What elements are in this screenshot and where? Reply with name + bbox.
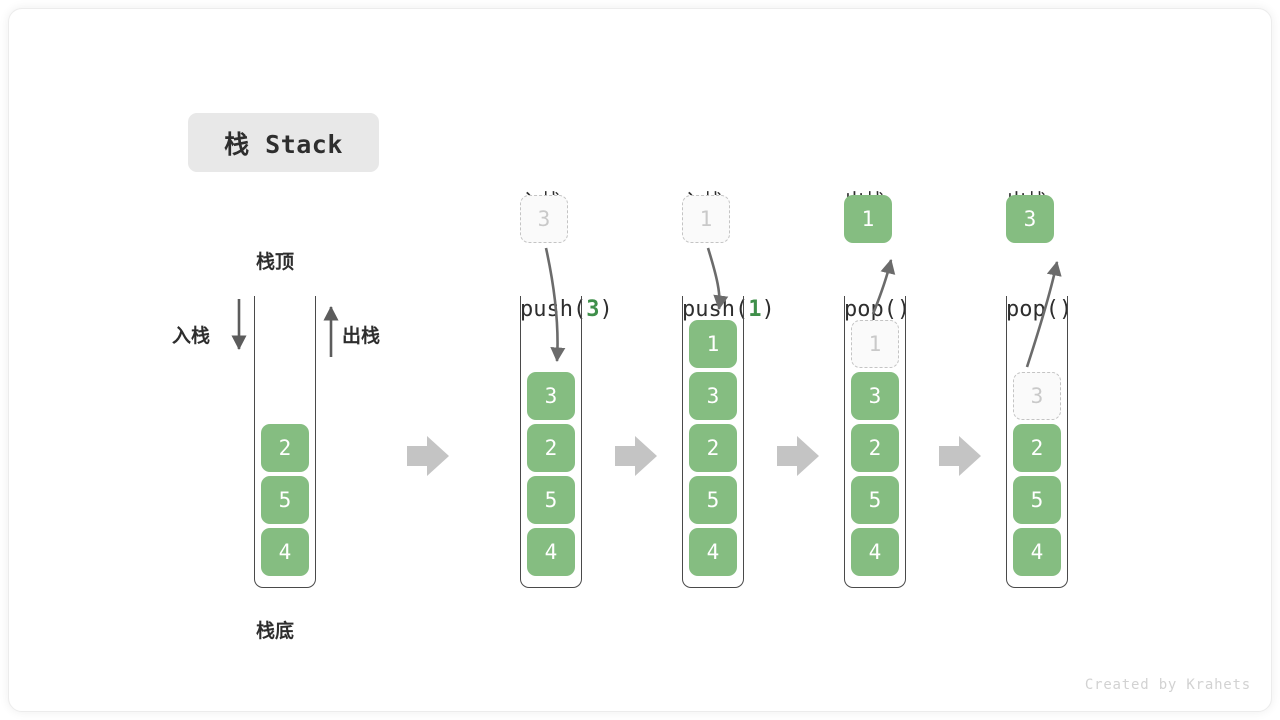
stack-cell: 5 <box>851 476 899 524</box>
stack-container-initial <box>254 296 316 588</box>
push-3-value: 3 <box>586 297 600 322</box>
stack-cell: 3 <box>851 372 899 420</box>
stack-cell: 4 <box>261 528 309 576</box>
watermark: Created by Krahets <box>1084 677 1251 693</box>
page-title: 栈 Stack <box>188 113 379 172</box>
stack-cell: 3 <box>527 372 575 420</box>
step-arrow-3 <box>777 436 819 476</box>
stack-cell: 4 <box>527 528 575 576</box>
floating-element-push-3: 3 <box>520 195 568 243</box>
stack-cell: 2 <box>261 424 309 472</box>
step-arrow-1 <box>407 436 449 476</box>
stack-cell: 5 <box>527 476 575 524</box>
stack-cell: 1 <box>689 320 737 368</box>
push-1-value: 1 <box>748 297 762 322</box>
stack-cell: 2 <box>1013 424 1061 472</box>
stack-container-pop-1 <box>844 296 906 588</box>
stack-cell: 2 <box>527 424 575 472</box>
diagram-stage: 栈 Stack 入栈 push(3) 入栈 push(1) 出栈 pop() 出… <box>9 9 1271 711</box>
step-arrow-4 <box>939 436 981 476</box>
stack-cell: 5 <box>1013 476 1061 524</box>
diagram-card: 栈 Stack 入栈 push(3) 入栈 push(1) 出栈 pop() 出… <box>8 8 1272 712</box>
push-side-label: 入栈 <box>172 325 211 347</box>
step-arrow-2 <box>615 436 657 476</box>
removed-cell-ghost: 1 <box>851 320 899 368</box>
stack-cell: 5 <box>261 476 309 524</box>
stack-container-pop-3 <box>1006 296 1068 588</box>
stack-container-push-1 <box>682 296 744 588</box>
stack-cell: 4 <box>1013 528 1061 576</box>
floating-element-pop-3: 3 <box>1006 195 1054 243</box>
stack-container-push-3 <box>520 296 582 588</box>
stack-cell: 2 <box>689 424 737 472</box>
stack-cell: 5 <box>689 476 737 524</box>
stack-cell: 4 <box>689 528 737 576</box>
stack-top-label: 栈顶 <box>256 251 295 273</box>
floating-element-push-1: 1 <box>682 195 730 243</box>
pop-side-label: 出栈 <box>342 325 381 347</box>
stack-cell: 2 <box>851 424 899 472</box>
stack-cell: 3 <box>689 372 737 420</box>
stack-cell: 4 <box>851 528 899 576</box>
removed-cell-ghost: 3 <box>1013 372 1061 420</box>
floating-element-pop-1: 1 <box>844 195 892 243</box>
stack-bottom-label: 栈底 <box>256 620 295 642</box>
